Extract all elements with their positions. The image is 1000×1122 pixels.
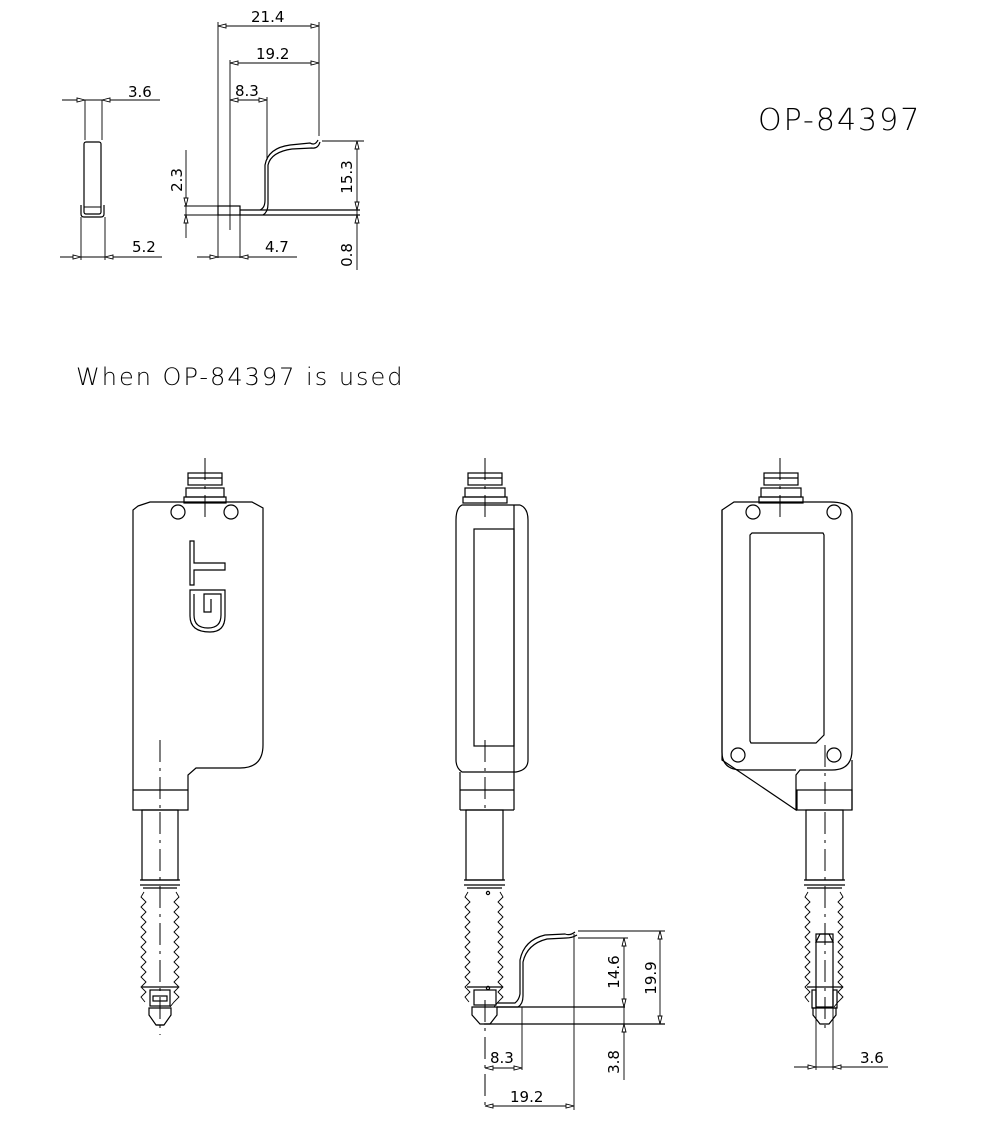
sensor-side-view: 8.3 19.2 14.6 3.8 19.9 — [455, 458, 665, 1110]
dim-overall-width: 21.4 — [251, 8, 284, 26]
dim-width-top: 3.6 — [128, 83, 152, 101]
dim-height: 15.3 — [338, 160, 356, 193]
dim-assembly-bend-offset: 8.3 — [490, 1049, 514, 1067]
sensor-front-view — [132, 458, 264, 1035]
part-number-title: OP-84397 — [758, 103, 921, 138]
usage-caption: When OP-84397 is used — [76, 363, 405, 391]
dim-assembly-outer-height: 19.9 — [642, 961, 660, 994]
dim-plate-thickness: 0.8 — [338, 243, 356, 267]
dim-assembly-inner-height: 14.6 — [605, 955, 623, 988]
clip-profile-view: 21.4 19.2 8.3 2.3 4.7 15.3 0.8 — [168, 8, 364, 270]
sensor-back-view: 3.6 — [721, 458, 888, 1070]
dim-width-bottom: 5.2 — [132, 238, 156, 256]
dim-tip-offset: 19.2 — [256, 45, 289, 63]
dim-assembly-below-tip: 3.8 — [605, 1050, 623, 1074]
dim-bend-offset: 8.3 — [235, 82, 259, 100]
clip-side-view: 3.6 5.2 — [60, 83, 162, 260]
dim-base-thickness: 2.3 — [168, 168, 186, 192]
dim-assembly-tip-offset: 19.2 — [510, 1088, 543, 1106]
dim-base-width: 4.7 — [265, 238, 289, 256]
dim-back-width: 3.6 — [860, 1049, 884, 1067]
